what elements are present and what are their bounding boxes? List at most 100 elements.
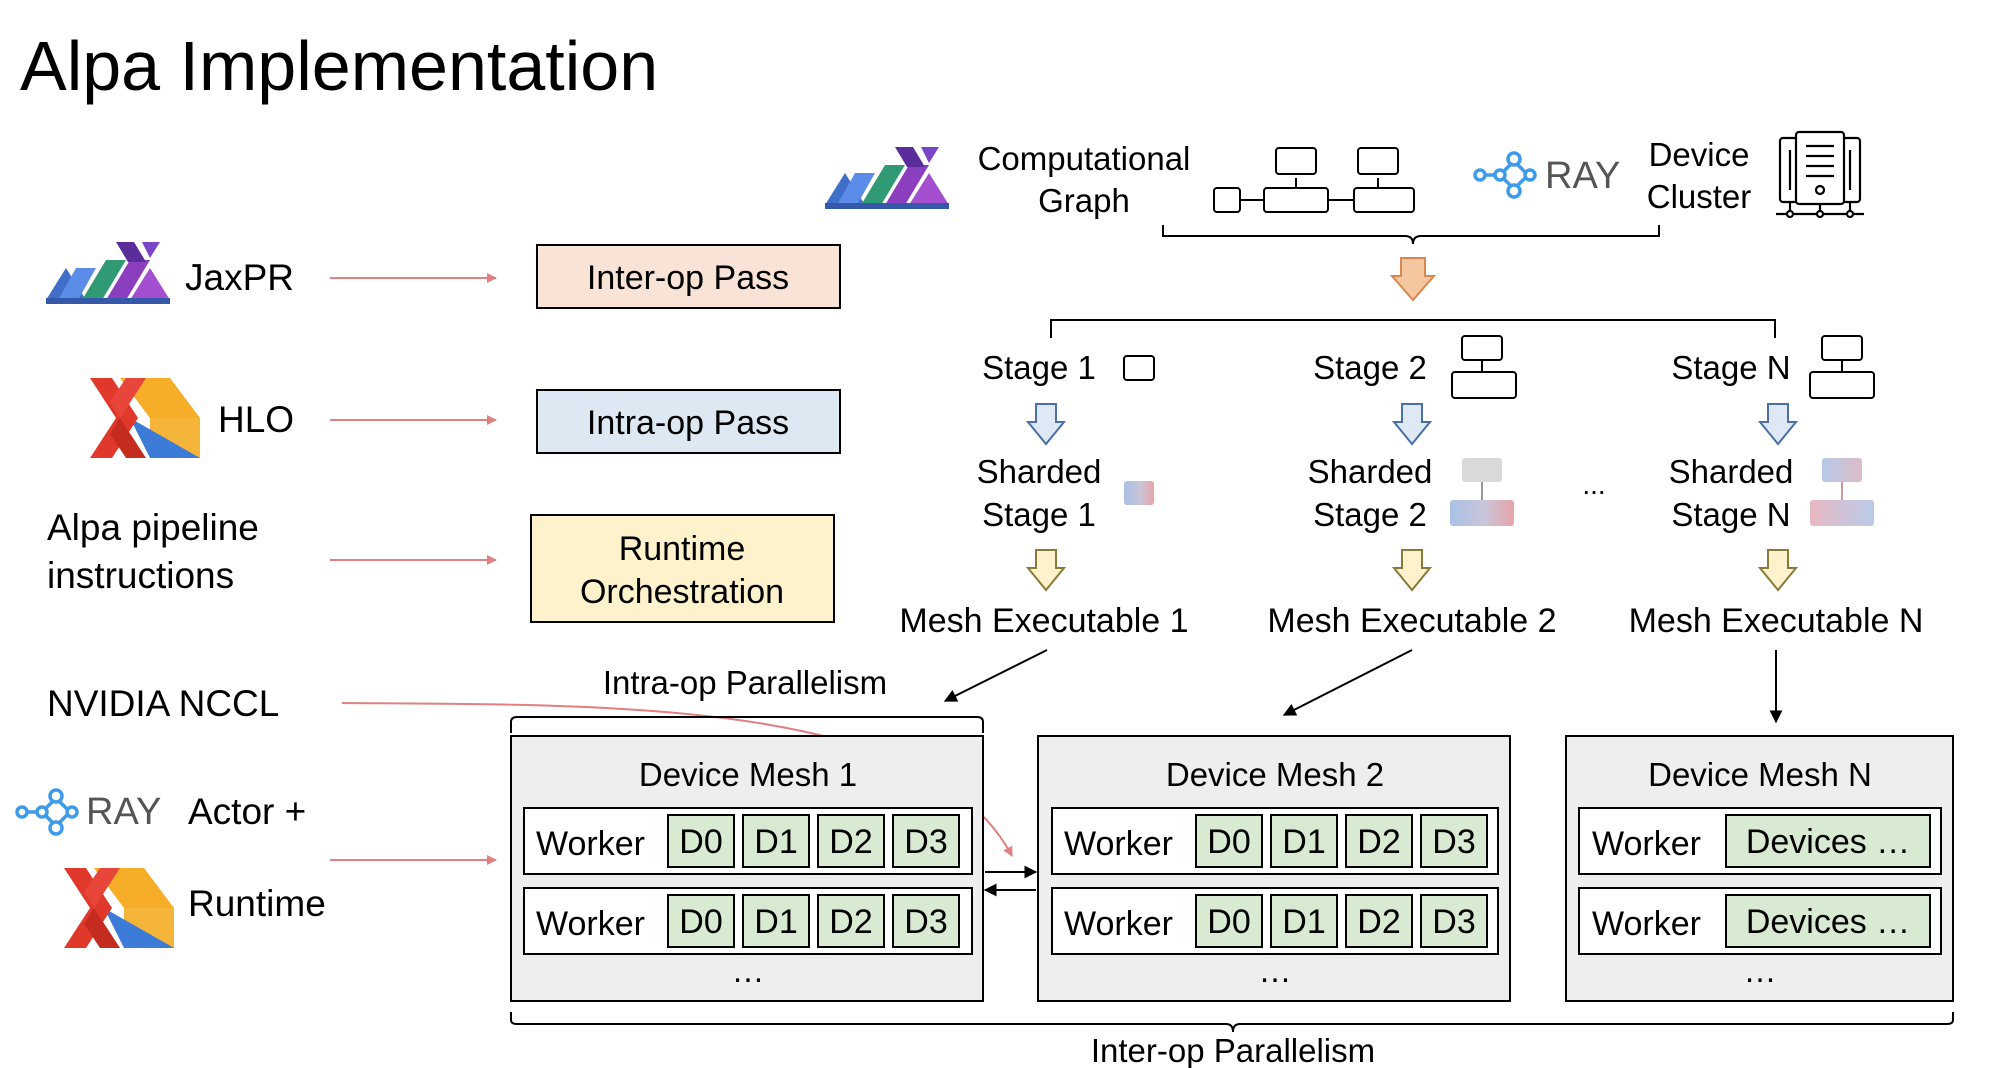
ray-wordmark-left: RAY <box>86 791 161 833</box>
mesh-n-worker-1-devices-label: Devices … <box>1746 823 1910 861</box>
stage-split-bracket <box>1050 319 1776 338</box>
ray-logo-top-icon <box>1473 151 1537 199</box>
top-brace <box>1162 225 1660 245</box>
stage-2-yellow-arrow <box>1391 549 1433 592</box>
ray-logo-icon <box>15 788 79 836</box>
mesh-2-worker-1-device-1-label: D1 <box>1282 823 1325 861</box>
sharded-stage-1-line1: Sharded <box>977 453 1102 490</box>
intra-op-pass-label: Intra-op Pass <box>587 404 789 442</box>
device-cluster-line2: Cluster <box>1647 178 1752 215</box>
stage-1-blue-arrow <box>1025 403 1067 446</box>
mesh-2-worker-2-label: Worker <box>1064 905 1173 943</box>
jaxpr-label: JaxPR <box>185 257 294 298</box>
mesh-2-worker-1-device-0 <box>1195 814 1263 868</box>
mesh-n-worker-1-devices <box>1725 814 1931 868</box>
mesh-2-worker-2-device-1 <box>1270 894 1338 948</box>
mesh-2-worker-2-device-3 <box>1420 894 1488 948</box>
stage-1-graph-icon <box>1123 355 1155 381</box>
inter-op-pass-box <box>536 244 841 309</box>
page-title: Alpa Implementation <box>20 27 658 105</box>
mesh-2-worker-1-device-2-label: D2 <box>1357 823 1400 861</box>
inter-op-pass-label: Inter-op Pass <box>587 259 789 297</box>
stage-2-graph-icon <box>1451 335 1517 399</box>
stage-1-yellow-arrow <box>1025 549 1067 592</box>
mesh-2-worker-1-device-3 <box>1420 814 1488 868</box>
mesh-2-worker-2-device-0-label: D0 <box>1207 903 1250 941</box>
sharded-stage-1-line2: Stage 1 <box>982 496 1096 533</box>
mesh-2-worker-2-device-2 <box>1345 894 1413 948</box>
mesh-1-worker-2-device-3 <box>892 894 960 948</box>
intra-op-pass-box <box>536 389 841 454</box>
mesh-2-worker-1-device-0-label: D0 <box>1207 823 1250 861</box>
stage-n-graph-icon <box>1809 335 1875 399</box>
pipeline-label-line2: instructions <box>47 555 234 596</box>
computational-graph-line1: Computational <box>978 140 1191 177</box>
mesh-n-ellipsis: … <box>1744 952 1777 989</box>
mesh-executable-n: Mesh Executable N <box>1629 602 1924 640</box>
device-mesh-2-title: Device Mesh 2 <box>1166 756 1384 793</box>
stage-n-blue-arrow <box>1757 403 1799 446</box>
mesh-bidirectional-arrows <box>983 865 1038 897</box>
runtime-label: Runtime <box>188 883 326 924</box>
runtime-orchestration-line2: Orchestration <box>580 573 784 611</box>
sharded-stage-n-icon <box>1810 458 1874 526</box>
ray-wordmark-top: RAY <box>1545 155 1620 197</box>
mesh-1-worker-2-label: Worker <box>536 905 645 943</box>
sharded-stage-n-line2: Stage N <box>1671 496 1790 533</box>
sharded-stage-n-line1: Sharded <box>1669 453 1794 490</box>
mesh-1-worker-2-device-1-label: D1 <box>754 903 797 941</box>
mesh-1-worker-1-label: Worker <box>536 825 645 863</box>
inter-op-brace <box>510 1012 1954 1033</box>
stage-n-yellow-arrow <box>1757 549 1799 592</box>
pipeline-label-line1: Alpa pipeline <box>47 507 259 548</box>
mesh-n-worker-2-label: Worker <box>1592 905 1701 943</box>
hlo-label: HLO <box>218 399 294 440</box>
sharded-stage-1-icon <box>1124 481 1154 505</box>
xla-logo-runtime <box>64 868 174 948</box>
mesh-1-worker-2-device-3-label: D3 <box>904 903 947 941</box>
server-cluster-icon <box>1776 130 1864 219</box>
sharded-stage-2-line1: Sharded <box>1308 453 1433 490</box>
mesh-1-worker-2-device-0-label: D0 <box>679 903 722 941</box>
mesh-n-worker-1-label: Worker <box>1592 825 1701 863</box>
mesh-1-worker-1-device-1 <box>742 814 810 868</box>
mesh-2-worker-2-device-1-label: D1 <box>1282 903 1325 941</box>
stage-n-label: Stage N <box>1671 349 1790 386</box>
mesh-2-worker-1-device-1 <box>1270 814 1338 868</box>
xla-logo <box>90 378 200 458</box>
mesh-1-worker-1-device-0 <box>667 814 735 868</box>
mesh-2-worker-1-device-2 <box>1345 814 1413 868</box>
exec-to-mesh-arrows <box>943 649 1783 724</box>
mesh-2-worker-2-device-0 <box>1195 894 1263 948</box>
mesh-1-worker-2-device-2 <box>817 894 885 948</box>
mesh-1-worker-2-device-0 <box>667 894 735 948</box>
mesh-1-worker-2-device-2-label: D2 <box>829 903 872 941</box>
mesh-1-worker-2-device-1 <box>742 894 810 948</box>
mesh-executable-2: Mesh Executable 2 <box>1267 602 1556 640</box>
mesh-1-worker-1-device-3-label: D3 <box>904 823 947 861</box>
mesh-n-worker-2-devices <box>1725 894 1931 948</box>
mesh-2-worker-1-label: Worker <box>1064 825 1173 863</box>
mesh-2-worker-1-device-3-label: D3 <box>1432 823 1475 861</box>
intra-op-brace <box>510 716 984 733</box>
device-mesh-n-title: Device Mesh N <box>1648 756 1872 793</box>
graph-icon <box>1213 147 1415 213</box>
mesh-1-worker-1-device-3 <box>892 814 960 868</box>
mesh-1-worker-1-device-1-label: D1 <box>754 823 797 861</box>
stage-1-label: Stage 1 <box>982 349 1096 386</box>
stage-2-blue-arrow <box>1391 403 1433 446</box>
jax-logo <box>46 242 170 304</box>
device-mesh-1-title: Device Mesh 1 <box>639 756 857 793</box>
nccl-label: NVIDIA NCCL <box>47 683 279 724</box>
inter-op-parallelism-label: Inter-op Parallelism <box>1091 1032 1375 1068</box>
mesh-2-worker-2-device-2-label: D2 <box>1357 903 1400 941</box>
mesh-1-ellipsis: … <box>732 952 765 989</box>
stage-2-label: Stage 2 <box>1313 349 1427 386</box>
mesh-1-worker-1-device-2 <box>817 814 885 868</box>
sharded-stage-2-line2: Stage 2 <box>1313 496 1427 533</box>
mesh-n-worker-2-devices-label: Devices … <box>1746 903 1910 941</box>
runtime-orchestration-line1: Runtime <box>619 530 746 568</box>
sharded-stage-2-icon <box>1450 458 1514 526</box>
jax-logo-top <box>825 147 949 209</box>
